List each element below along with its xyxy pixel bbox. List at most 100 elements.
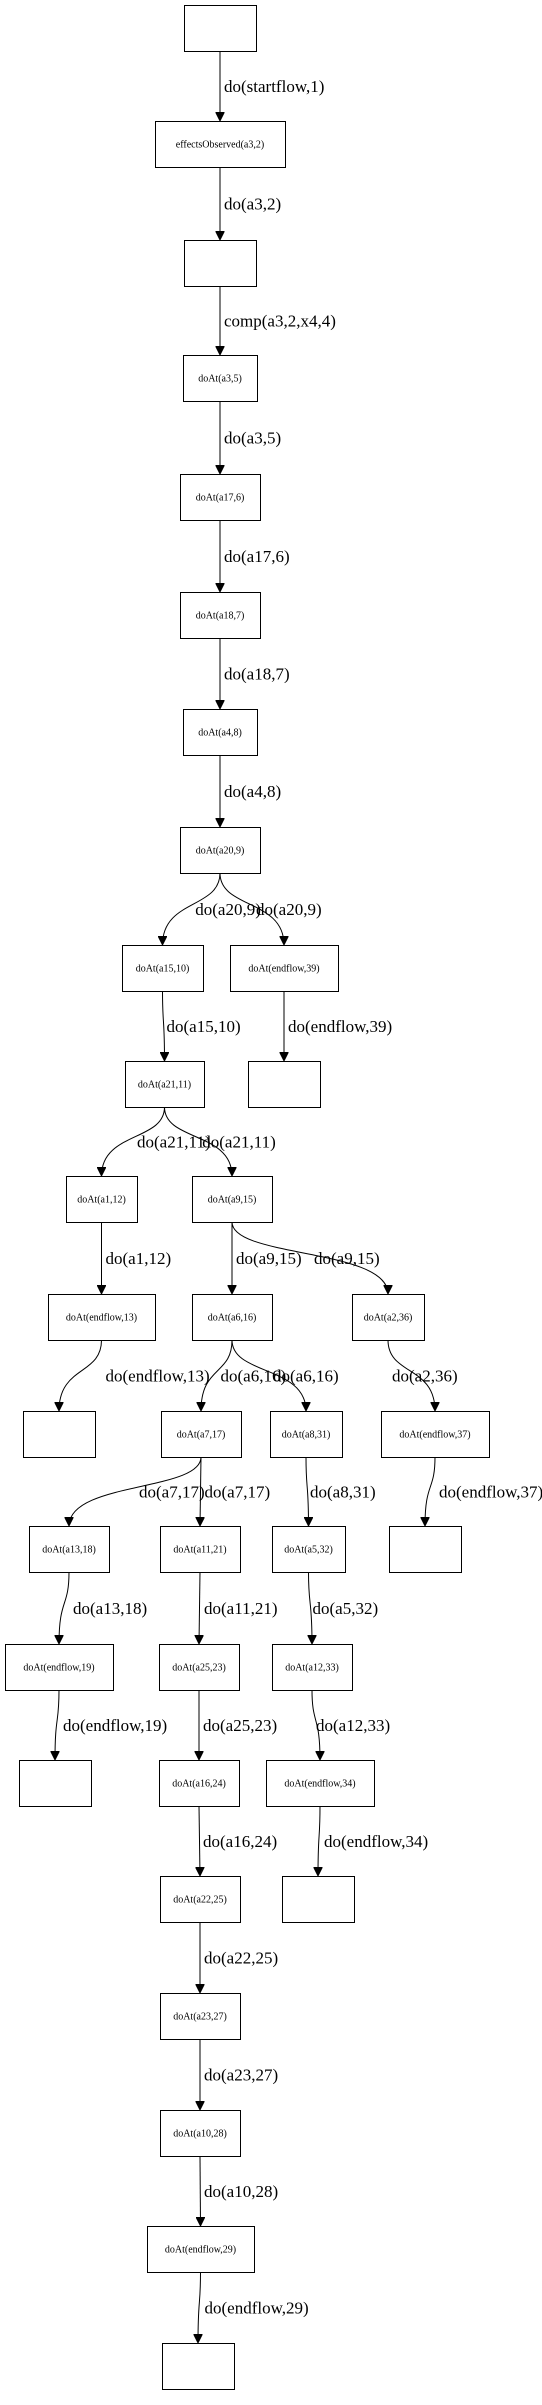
edge-arrow bbox=[199, 1805, 200, 1876]
edge-label: do(a7,17) bbox=[205, 1483, 271, 1502]
edge-label: do(a20,9) bbox=[256, 900, 322, 919]
edge-n27-n30: do(a12,33) bbox=[311, 1689, 390, 1760]
node-box: doAt(a10,28) bbox=[160, 2110, 241, 2157]
edge-label: do(a22,25) bbox=[204, 1949, 278, 1968]
edge-n18-n22: do(a7,17) bbox=[200, 1456, 271, 1526]
edge-n30-n32: do(endflow,34) bbox=[318, 1805, 428, 1876]
edge-n29-n31: do(a16,24) bbox=[199, 1805, 277, 1876]
edge-n3-n4: do(a3,5) bbox=[220, 401, 281, 474]
node-rect bbox=[122, 945, 204, 992]
node-label: doAt(a7,17) bbox=[177, 1430, 226, 1441]
node-box: doAt(a17,6) bbox=[180, 474, 261, 521]
node-label: doAt(a3,5) bbox=[198, 374, 242, 385]
node-label: doAt(a12,33) bbox=[285, 1663, 339, 1674]
edge-label: do(a8,31) bbox=[310, 1483, 376, 1502]
node-box: doAt(endflow,34) bbox=[266, 1760, 375, 1807]
node-rect bbox=[183, 709, 258, 756]
node-box: doAt(a18,7) bbox=[180, 592, 261, 639]
edge-arrow bbox=[425, 1456, 436, 1526]
node-box: doAt(endflow,19) bbox=[5, 1644, 114, 1691]
node-label: doAt(a16,24) bbox=[172, 1779, 226, 1790]
edge-arrow bbox=[55, 1689, 59, 1760]
node-rect bbox=[66, 1176, 138, 1223]
edge-label: do(a13,18) bbox=[73, 1599, 147, 1618]
node-rect bbox=[147, 2226, 255, 2273]
node-rect bbox=[180, 592, 261, 639]
edge-label: do(a6,16) bbox=[221, 1367, 287, 1386]
node-box: doAt(a6,16) bbox=[192, 1294, 273, 1341]
node-rect bbox=[29, 1526, 110, 1573]
node-rect bbox=[19, 1760, 92, 1807]
node-box: doAt(endflow,39) bbox=[230, 945, 339, 992]
node-box: doAt(a4,8) bbox=[183, 709, 258, 756]
node-rect bbox=[161, 1411, 242, 1458]
node-rect bbox=[184, 5, 257, 52]
edge-n8-n10: do(a15,10) bbox=[163, 990, 241, 1061]
edge-label: do(a20,9) bbox=[195, 900, 261, 919]
edge-n10-n12: do(a21,11) bbox=[102, 1106, 211, 1176]
node-label: doAt(endflow,37) bbox=[399, 1430, 470, 1441]
node-rect bbox=[23, 1411, 96, 1458]
edge-arrow bbox=[201, 1339, 233, 1411]
edge-n18-n21: do(a7,17) bbox=[69, 1456, 205, 1526]
node-rect bbox=[159, 1644, 240, 1691]
node-rect bbox=[270, 1411, 343, 1458]
empty-node-box bbox=[248, 1061, 321, 1108]
node-rect bbox=[159, 1760, 240, 1807]
node-box: doAt(a16,24) bbox=[159, 1760, 240, 1807]
edge-label: do(endflow,37) bbox=[439, 1483, 542, 1502]
edge-arrow bbox=[200, 2155, 201, 2226]
node-rect bbox=[160, 2110, 241, 2157]
node-box: doAt(a3,5) bbox=[183, 355, 258, 402]
edge-label: do(a5,32) bbox=[313, 1599, 379, 1618]
edge-n0-n1: do(startflow,1) bbox=[220, 51, 324, 121]
node-box: doAt(a5,32) bbox=[272, 1526, 346, 1573]
node-box: doAt(a25,23) bbox=[159, 1644, 240, 1691]
node-rect bbox=[248, 1061, 321, 1108]
node-box: doAt(a11,21) bbox=[160, 1526, 241, 1573]
edge-label: do(a10,28) bbox=[204, 2182, 278, 2201]
edge-n15-n19: do(a6,16) bbox=[231, 1339, 339, 1411]
node-rect bbox=[266, 1760, 375, 1807]
empty-node-box bbox=[184, 240, 257, 287]
node-box: doAt(a12,33) bbox=[272, 1644, 353, 1691]
edge-n10-n13: do(a21,11) bbox=[164, 1106, 276, 1176]
edge-arrow bbox=[309, 1571, 313, 1644]
edge-n33-n34: do(a23,27) bbox=[200, 2039, 278, 2110]
node-box: doAt(a9,15) bbox=[192, 1176, 273, 1223]
node-label: doAt(a17,6) bbox=[196, 493, 245, 504]
node-rect bbox=[272, 1644, 353, 1691]
edge-label: do(a9,15) bbox=[236, 1249, 302, 1268]
edge-n15-n18: do(a6,16) bbox=[201, 1339, 287, 1411]
edge-label: do(endflow,29) bbox=[205, 2299, 309, 2318]
edge-arrow bbox=[231, 1221, 388, 1294]
edge-n1-n2: do(a3,2) bbox=[220, 167, 281, 240]
empty-node-box bbox=[184, 5, 257, 52]
edge-arrow bbox=[200, 1456, 201, 1526]
edge-label: do(a2,36) bbox=[392, 1367, 458, 1386]
edge-arrow bbox=[306, 1456, 309, 1526]
edge-arrow bbox=[199, 1571, 200, 1644]
edge-arrow bbox=[219, 872, 284, 945]
edge-arrow bbox=[318, 1805, 320, 1876]
edge-n13-n16: do(a9,15) bbox=[231, 1221, 388, 1294]
node-rect bbox=[282, 1876, 355, 1923]
edge-label: comp(a3,2,x4,4) bbox=[224, 312, 336, 331]
edge-arrow bbox=[59, 1339, 102, 1411]
node-label: effectsObserved(a3,2) bbox=[176, 140, 264, 151]
node-box: doAt(endflow,37) bbox=[381, 1411, 490, 1458]
node-label: doAt(a20,9) bbox=[196, 846, 245, 857]
edge-label: do(a6,16) bbox=[273, 1367, 339, 1386]
edge-n20-n24: do(endflow,37) bbox=[425, 1456, 542, 1526]
edge-arrow bbox=[198, 2271, 201, 2343]
edge-label: do(a15,10) bbox=[167, 1017, 241, 1036]
node-rect bbox=[180, 827, 261, 874]
node-rect bbox=[162, 2343, 235, 2390]
edge-label: do(a18,7) bbox=[224, 665, 290, 684]
node-rect bbox=[230, 945, 339, 992]
edge-n7-n8: do(a20,9) bbox=[163, 872, 261, 945]
node-label: doAt(a13,18) bbox=[42, 1545, 96, 1556]
node-box: doAt(a22,25) bbox=[160, 1876, 241, 1923]
edge-n21-n25: do(a13,18) bbox=[59, 1571, 147, 1644]
edge-label: do(a21,11) bbox=[202, 1133, 276, 1152]
